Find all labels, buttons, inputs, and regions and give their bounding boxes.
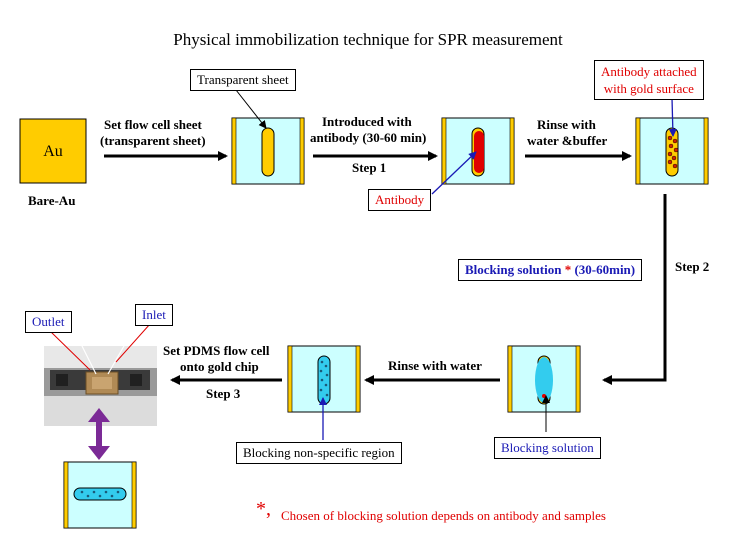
introduced-label-line1: Introduced with — [322, 114, 412, 129]
double-arrow — [88, 408, 110, 460]
set-pdms-label-line1: Set PDMS flow cell — [163, 343, 270, 358]
callout-blocking-solution: Blocking solution — [494, 437, 601, 459]
callout-blocking-solution-text: Blocking solution — [501, 440, 594, 455]
callout-blocking-non-specific-text: Blocking non-specific region — [243, 445, 395, 460]
callout-transparent-sheet-text: Transparent sheet — [197, 72, 289, 87]
chip-antibody-attached — [635, 117, 709, 185]
set-flow-cell-label-line1: Set flow cell sheet — [104, 117, 202, 132]
pdms-flow-cell-photo — [44, 345, 157, 426]
pointer-outlet — [49, 330, 91, 371]
callout-antibody-attached: Antibody attached with gold surface — [594, 60, 704, 100]
chip-blocking-solution — [507, 345, 581, 413]
callout-outlet: Outlet — [25, 311, 72, 333]
pointer-antibody-attached — [668, 97, 677, 137]
callout-transparent-sheet: Transparent sheet — [190, 69, 296, 91]
rinse-water-label: Rinse with water — [388, 358, 482, 373]
chip-blocked — [287, 345, 361, 413]
pointer-inlet — [115, 323, 151, 363]
footnote-text: Chosen of blocking solution depends on a… — [281, 508, 606, 523]
rinse-buffer-label-line2: water &buffer — [527, 133, 608, 148]
chip-transparent-sheet — [231, 117, 305, 185]
set-flow-cell-label-line2: (transparent sheet) — [100, 133, 206, 148]
arrow-step2 — [602, 194, 667, 385]
footnote-star: *, — [256, 498, 271, 520]
callout-blocking-solution-time-suffix: (30-60min) — [571, 262, 636, 277]
callout-outlet-text: Outlet — [32, 314, 65, 329]
callout-antibody-attached-line1: Antibody attached — [601, 64, 697, 79]
callout-inlet-text: Inlet — [142, 307, 166, 322]
introduced-label-line2: antibody (30-60 min) — [310, 130, 427, 145]
callout-blocking-solution-star: * — [564, 262, 572, 277]
bare-au-symbol: Au — [43, 143, 63, 160]
set-pdms-label-line2: onto gold chip — [180, 359, 259, 374]
pointer-transparent-sheet — [235, 89, 267, 129]
chip-final — [63, 461, 137, 529]
step3-label: Step 3 — [206, 386, 241, 401]
callout-blocking-non-specific: Blocking non-specific region — [236, 442, 402, 464]
step2-label: Step 2 — [675, 259, 710, 274]
callout-blocking-solution-time: Blocking solution * (30-60min) — [458, 259, 643, 281]
bare-au-label: Bare-Au — [28, 193, 76, 208]
pointer-antibody — [431, 151, 477, 195]
callout-antibody-attached-line2: with gold surface — [603, 81, 694, 96]
callout-antibody: Antibody — [368, 189, 432, 211]
callout-antibody-text: Antibody — [375, 192, 425, 207]
step1-label: Step 1 — [352, 160, 387, 175]
callout-blocking-solution-time-prefix: Blocking solution — [465, 262, 565, 277]
rinse-buffer-label-line1: Rinse with — [537, 117, 596, 132]
callout-inlet: Inlet — [135, 304, 173, 326]
diagram-title: Physical immobilization technique for SP… — [173, 30, 563, 49]
bare-au-chip — [19, 118, 87, 184]
